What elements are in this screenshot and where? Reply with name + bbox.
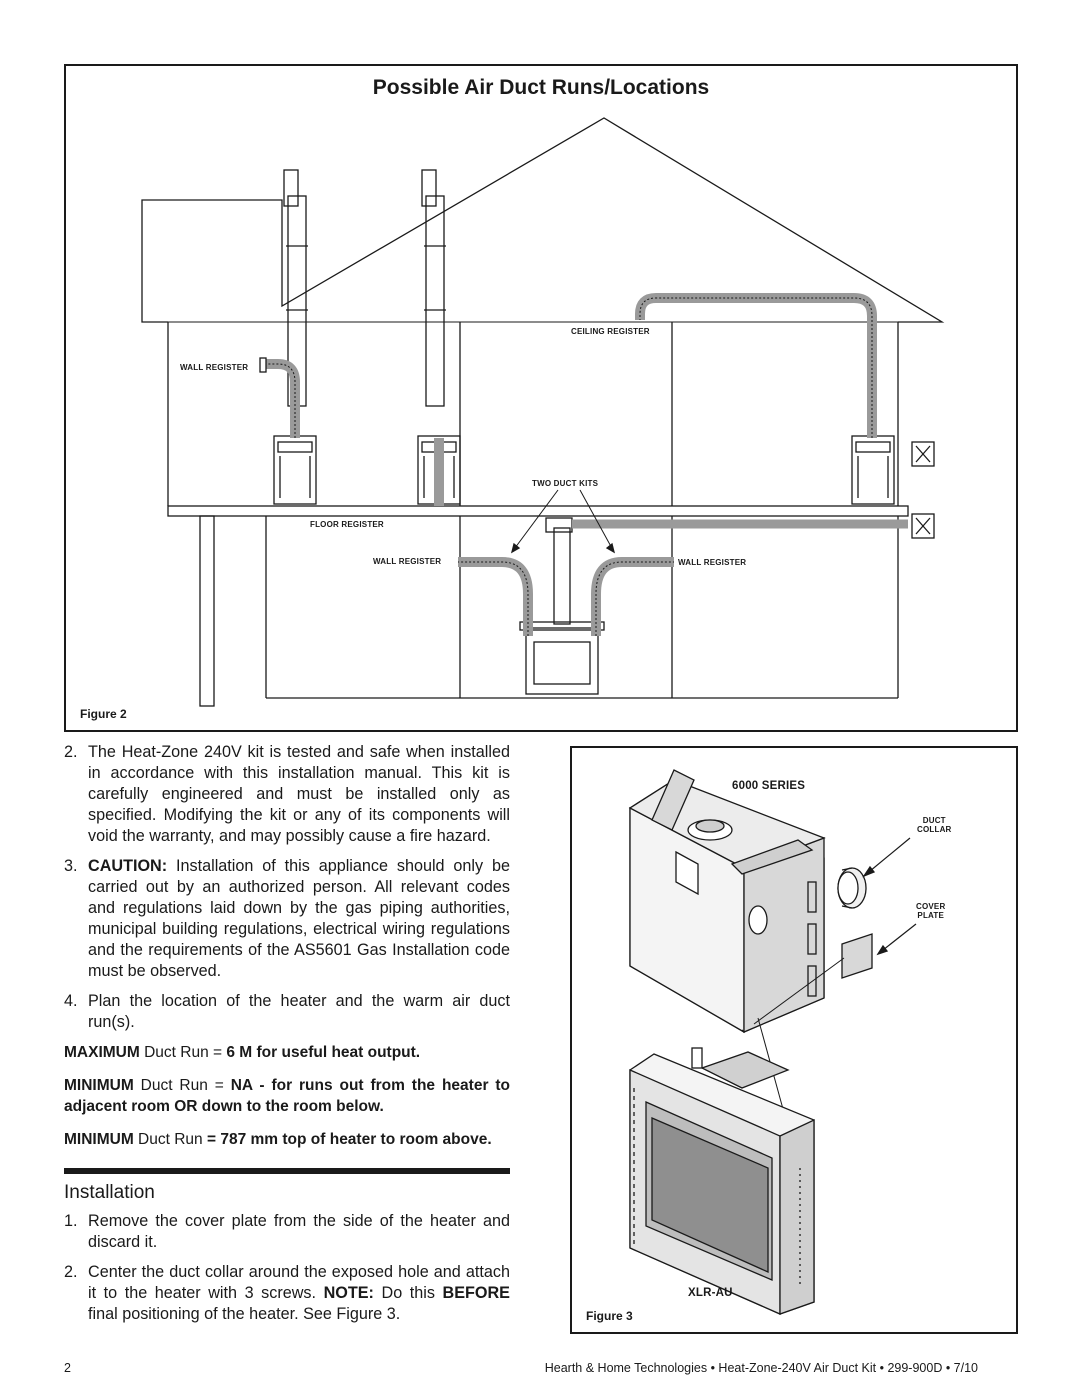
figure-3-caption: Figure 3 bbox=[586, 1309, 633, 1323]
duct-ceiling-register bbox=[635, 293, 877, 438]
label-xlr-au: XLR-AU bbox=[688, 1287, 733, 1299]
item-number: 1. bbox=[64, 1212, 78, 1230]
label-wall-register-left: WALL REGISTER bbox=[373, 557, 442, 566]
spec-minimum-1: MINIMUM Duct Run = NA - for runs out fro… bbox=[64, 1075, 510, 1117]
step-text: final positioning of the heater. See Fig… bbox=[88, 1305, 401, 1323]
footer-line: Hearth & Home Technologies • Heat-Zone-2… bbox=[544, 1361, 978, 1375]
roof-outline bbox=[141, 117, 945, 323]
page-number: 2 bbox=[64, 1361, 71, 1375]
item-text: Remove the cover plate from the side of … bbox=[88, 1212, 510, 1251]
item-number: 3. bbox=[64, 857, 78, 875]
label-two-duct-kits: TWO DUCT KITS bbox=[532, 479, 599, 488]
figure-2: Possible Air Duct Runs/Locations bbox=[64, 64, 1018, 732]
label-wall-register-right: WALL REGISTER bbox=[678, 558, 747, 567]
label-plate: PLATE bbox=[917, 911, 945, 920]
spec-value: = 787 mm top of heater to room above. bbox=[206, 1131, 492, 1148]
figure-title: Possible Air Duct Runs/Locations bbox=[372, 76, 710, 99]
exterior-vent-lower bbox=[911, 513, 935, 539]
item-text: Plan the location of the heater and the … bbox=[88, 992, 510, 1031]
item-text: CAUTION: Installation of this appliance … bbox=[88, 856, 510, 982]
spec-middle: Duct Run = bbox=[139, 1044, 227, 1061]
label-floor-register: FLOOR REGISTER bbox=[310, 520, 384, 529]
section-divider bbox=[64, 1168, 510, 1174]
floor-slab bbox=[167, 505, 909, 517]
lower-flue bbox=[553, 527, 571, 625]
spec-middle: Duct Run bbox=[133, 1131, 207, 1148]
leader-line bbox=[753, 957, 845, 1025]
house-duct-diagram bbox=[141, 117, 945, 707]
spec-value: NA - for runs out from the heater to adj… bbox=[64, 1077, 510, 1115]
spec-value: 6 M for useful heat output. bbox=[226, 1044, 421, 1061]
list-item: 3. CAUTION: Installation of this applian… bbox=[64, 856, 510, 982]
body-text-column: 2. The Heat-Zone 240V kit is tested and … bbox=[64, 742, 510, 1334]
duct-wall-register-left bbox=[458, 557, 533, 636]
label-cover: COVER bbox=[916, 902, 946, 911]
heater-left bbox=[273, 435, 317, 505]
label-6000-series: 6000 SERIES bbox=[732, 780, 806, 792]
label-duct-collar: DUCT COLLAR bbox=[917, 816, 952, 834]
list-item: 2. Center the duct collar around the exp… bbox=[64, 1262, 510, 1325]
heater-6000-series bbox=[628, 769, 826, 1034]
flue-middle bbox=[421, 169, 446, 407]
fireplace-xlr-au bbox=[629, 1047, 815, 1315]
item-number: 2. bbox=[64, 743, 78, 761]
caution-text: Installation of this appliance should on… bbox=[88, 857, 510, 980]
arrow-two-duct-kits-right bbox=[579, 489, 615, 553]
figure-3: 6000 SERIES DUCT COLLAR COVER PLATE XLR-… bbox=[570, 746, 1018, 1334]
roof-left-eave bbox=[141, 248, 168, 323]
step-text: Do this bbox=[373, 1284, 443, 1302]
spec-maximum: MAXIMUM Duct Run = 6 M for useful heat o… bbox=[64, 1042, 510, 1063]
label-ceiling-register: CEILING REGISTER bbox=[571, 327, 650, 336]
before-label: BEFORE bbox=[442, 1284, 510, 1302]
spec-keyword: MAXIMUM bbox=[64, 1044, 140, 1061]
spec-middle: Duct Run = bbox=[133, 1077, 231, 1094]
label-cover-plate: COVER PLATE bbox=[916, 902, 945, 920]
figure-2-caption: Figure 2 bbox=[80, 707, 127, 721]
item-text: Center the duct collar around the expose… bbox=[88, 1262, 510, 1325]
label-collar: COLLAR bbox=[917, 825, 952, 834]
exterior-vent-upper bbox=[911, 441, 935, 467]
fireplace-lower bbox=[519, 621, 605, 695]
duct-wall-register-right bbox=[591, 557, 674, 636]
arrow-two-duct-kits-left bbox=[511, 489, 559, 553]
list-item: 2. The Heat-Zone 240V kit is tested and … bbox=[64, 742, 510, 847]
duct-wall-register-upper bbox=[264, 359, 300, 438]
step-text: Center the duct collar around the expose… bbox=[88, 1263, 510, 1302]
deck-post bbox=[199, 515, 215, 707]
item-text: The Heat-Zone 240V kit is tested and saf… bbox=[88, 743, 510, 845]
spec-minimum-2: MINIMUM Duct Run = 787 mm top of heater … bbox=[64, 1129, 510, 1150]
item-number: 4. bbox=[64, 992, 78, 1010]
list-item: 1. Remove the cover plate from the side … bbox=[64, 1211, 510, 1253]
note-label: NOTE: bbox=[323, 1284, 374, 1302]
duct-collar bbox=[837, 867, 867, 909]
heater-right bbox=[851, 435, 895, 505]
item-number: 2. bbox=[64, 1263, 78, 1281]
label-wall-register-upper: WALL REGISTER bbox=[180, 363, 249, 372]
cover-plate bbox=[841, 933, 873, 979]
spec-keyword: MINIMUM bbox=[64, 1077, 134, 1094]
label-duct: DUCT bbox=[922, 816, 946, 825]
caution-label: CAUTION: bbox=[88, 857, 168, 875]
spec-keyword: MINIMUM bbox=[64, 1131, 134, 1148]
list-item: 4. Plan the location of the heater and t… bbox=[64, 991, 510, 1033]
section-title: Installation bbox=[64, 1182, 155, 1203]
heater-assembly-diagram bbox=[628, 769, 917, 1315]
